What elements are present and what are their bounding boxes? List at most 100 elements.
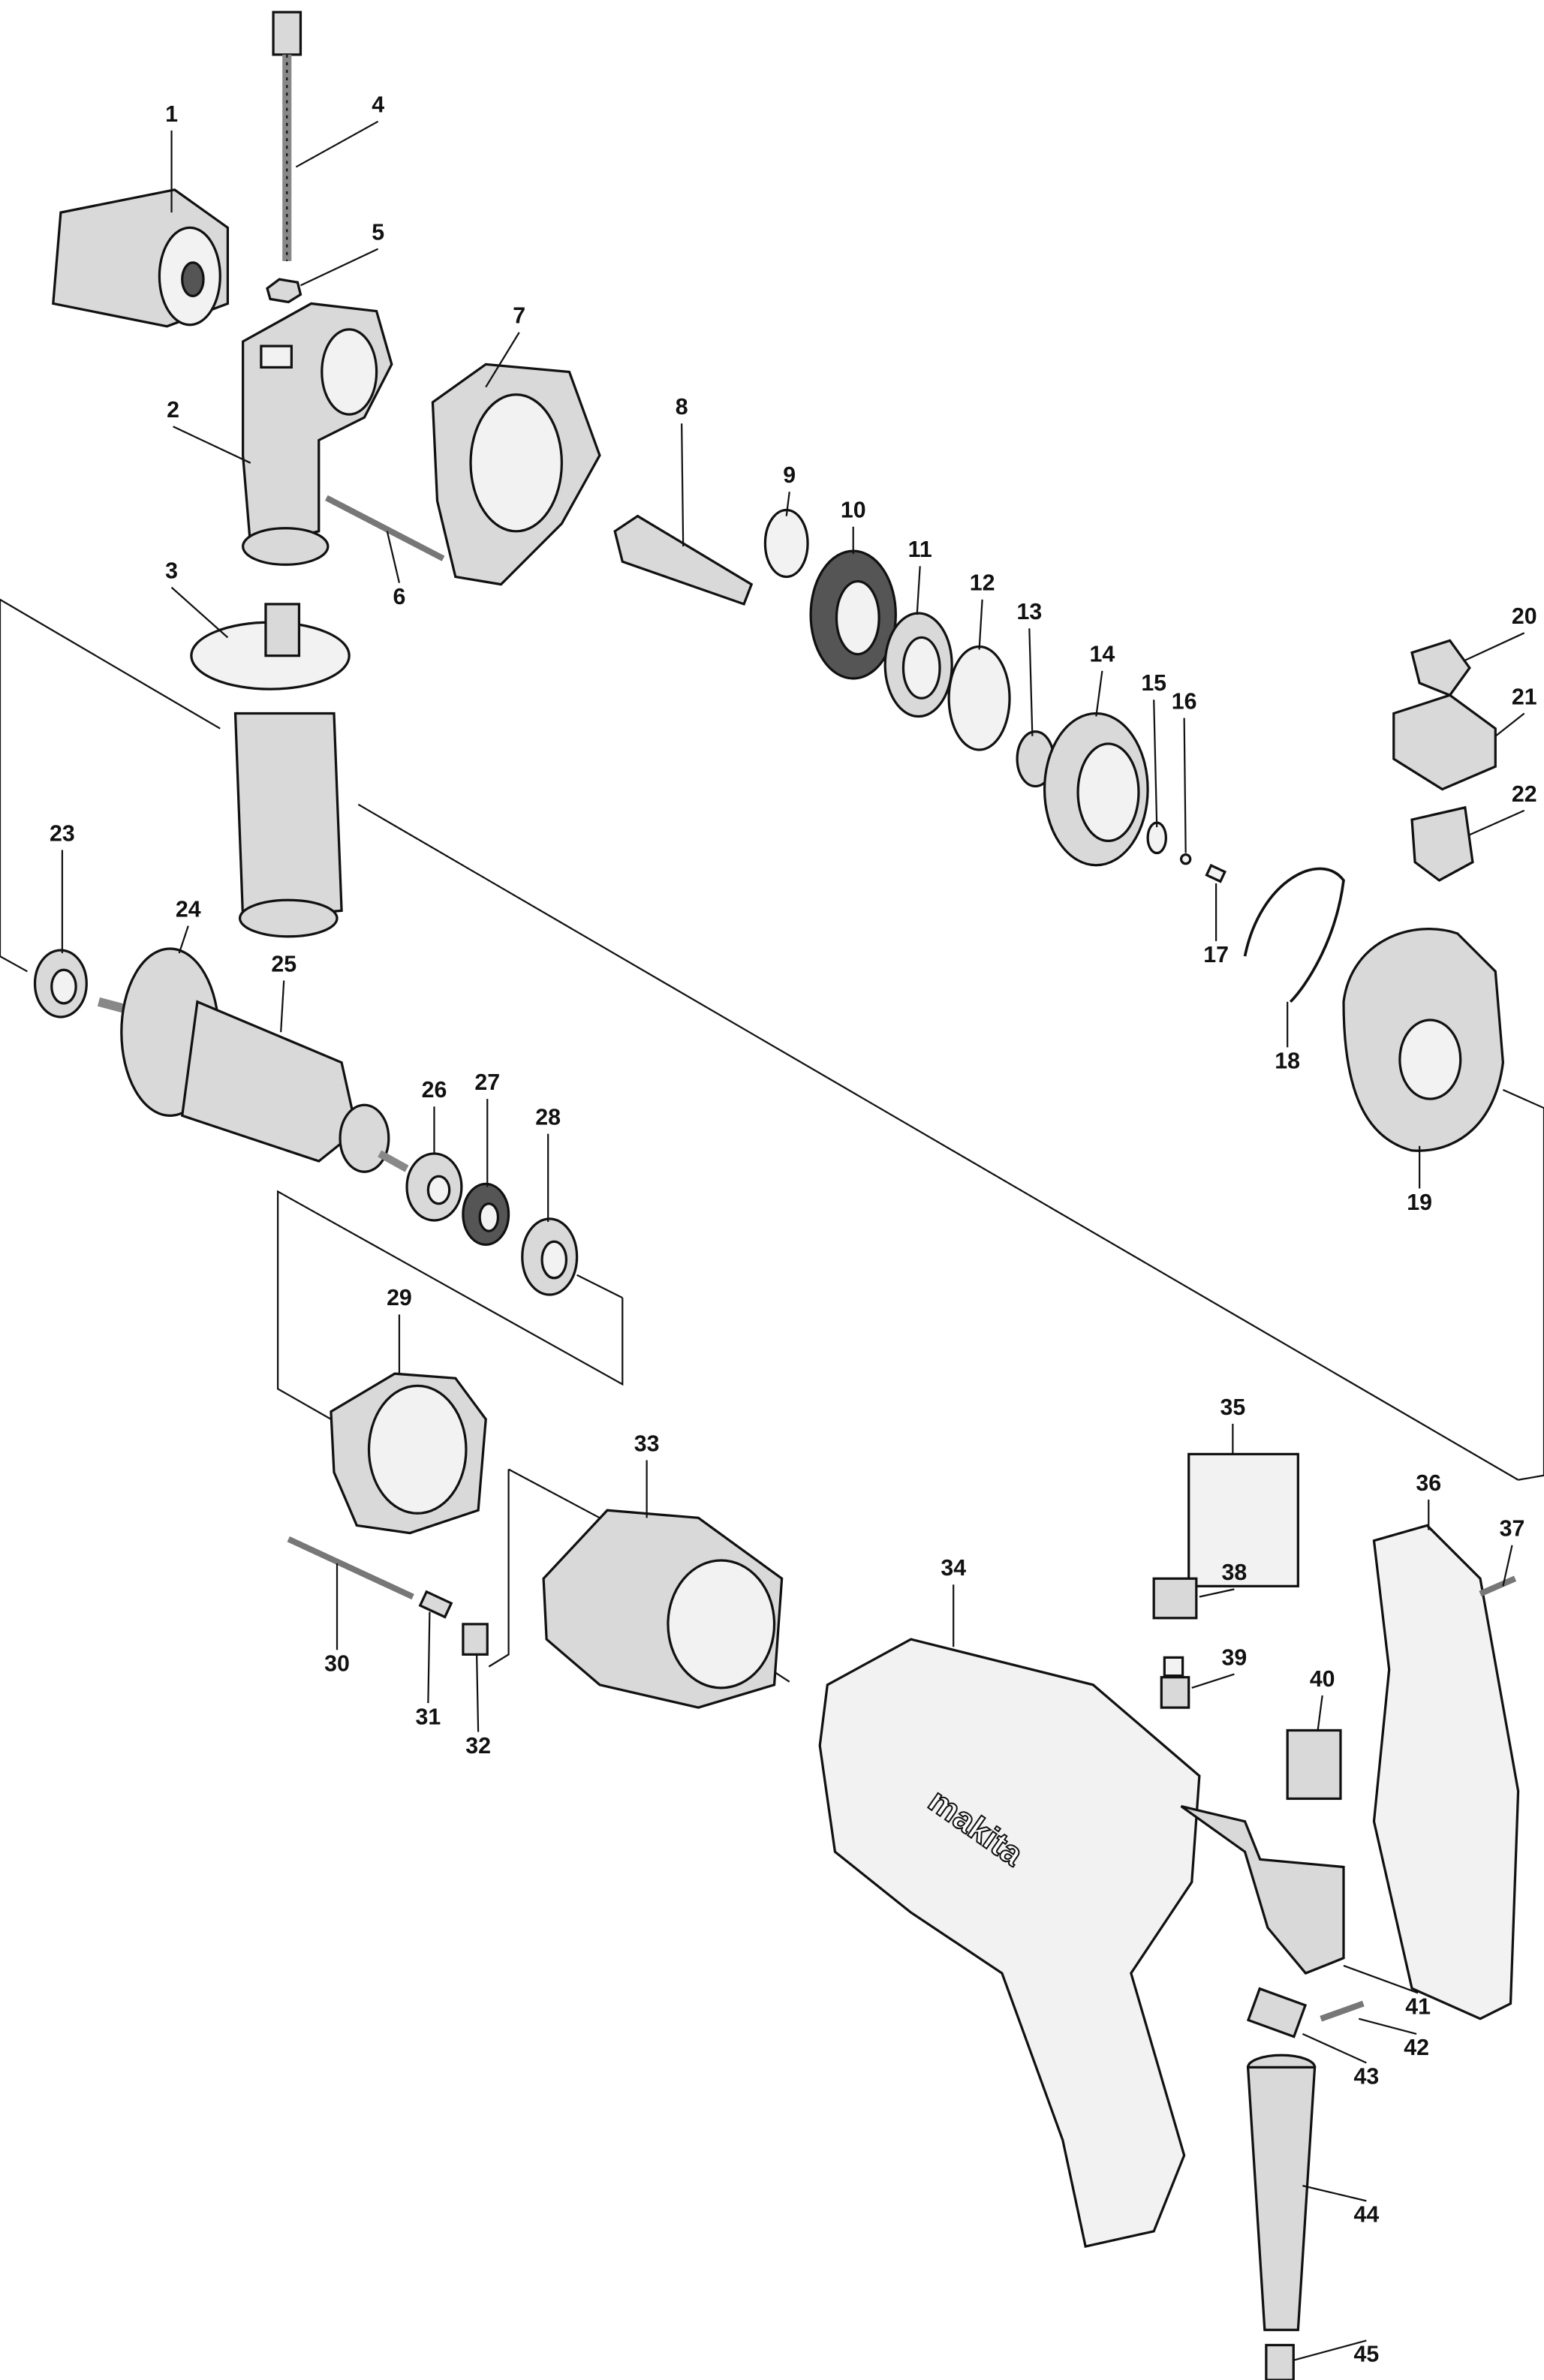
part-12-retaining-ring bbox=[947, 645, 1011, 751]
part-6-screw bbox=[324, 495, 445, 561]
part-9-spring bbox=[763, 508, 809, 579]
part-label-23: 23 bbox=[50, 821, 75, 846]
leader-line-6 bbox=[386, 531, 401, 583]
part-29-baffle-plate bbox=[330, 1372, 487, 1535]
part-label-13: 13 bbox=[1016, 600, 1042, 624]
part-label-10: 10 bbox=[841, 498, 866, 523]
part-label-36: 36 bbox=[1416, 1471, 1441, 1496]
part-label-39: 39 bbox=[1222, 1645, 1248, 1670]
part-3-side-grip bbox=[190, 603, 351, 938]
part-18-spring-clip bbox=[1243, 867, 1345, 1003]
leader-line-15 bbox=[1153, 700, 1158, 828]
part-label-2: 2 bbox=[167, 398, 179, 423]
part-35-nameplate bbox=[1187, 1452, 1299, 1587]
part-5-nut bbox=[266, 278, 302, 304]
part-label-18: 18 bbox=[1275, 1049, 1300, 1074]
part-11-washer bbox=[883, 612, 953, 718]
part-39-carbon-brush bbox=[1160, 1656, 1190, 1709]
part-label-40: 40 bbox=[1310, 1667, 1335, 1692]
part-label-27: 27 bbox=[474, 1070, 500, 1095]
leader-line-41 bbox=[1343, 1964, 1419, 1994]
part-label-22: 22 bbox=[1512, 782, 1537, 807]
leader-line-45 bbox=[1293, 2339, 1367, 2361]
part-40-capacitor bbox=[1286, 1729, 1342, 1801]
leader-line-24 bbox=[178, 925, 189, 954]
part-label-25: 25 bbox=[271, 952, 296, 976]
part-label-29: 29 bbox=[387, 1286, 412, 1310]
part-label-4: 4 bbox=[372, 93, 384, 118]
leader-line-20 bbox=[1464, 632, 1525, 661]
part-20-knob bbox=[1410, 639, 1471, 697]
leader-line-3 bbox=[170, 586, 229, 639]
part-label-41: 41 bbox=[1405, 1995, 1431, 2020]
part-label-43: 43 bbox=[1353, 2065, 1379, 2090]
leader-line-13 bbox=[1028, 628, 1034, 736]
leader-line-22 bbox=[1469, 809, 1525, 836]
part-45-cord bbox=[1265, 2343, 1295, 2380]
part-43-strain-relief bbox=[1246, 1987, 1308, 2038]
part-label-3: 3 bbox=[165, 559, 178, 584]
leader-line-38 bbox=[1199, 1588, 1235, 1598]
leader-line-11 bbox=[916, 566, 921, 615]
leader-line-12 bbox=[978, 599, 983, 650]
part-label-44: 44 bbox=[1353, 2203, 1379, 2228]
part-label-20: 20 bbox=[1512, 604, 1537, 629]
leader-line-37 bbox=[1502, 1545, 1513, 1587]
part-label-11: 11 bbox=[908, 537, 932, 562]
part-label-33: 33 bbox=[634, 1431, 660, 1456]
part-label-42: 42 bbox=[1404, 2035, 1429, 2060]
part-label-34: 34 bbox=[941, 1556, 966, 1581]
part-28-insulation-washer bbox=[521, 1217, 579, 1296]
part-label-37: 37 bbox=[1500, 1517, 1525, 1542]
part-label-7: 7 bbox=[513, 304, 525, 329]
leader-line-39 bbox=[1191, 1673, 1235, 1689]
part-42-screw bbox=[1320, 2000, 1365, 2022]
leader-line-31 bbox=[427, 1611, 431, 1704]
part-1-keyless-chuck bbox=[52, 188, 230, 328]
part-label-6: 6 bbox=[393, 585, 406, 609]
assembly-brackets bbox=[0, 598, 1544, 1683]
part-label-28: 28 bbox=[535, 1106, 561, 1130]
part-30-screw bbox=[287, 1536, 414, 1600]
leader-line-4 bbox=[295, 120, 379, 168]
part-label-15: 15 bbox=[1141, 671, 1166, 696]
part-33-field bbox=[542, 1509, 784, 1709]
leader-line-2 bbox=[173, 426, 251, 464]
part-8-spindle bbox=[613, 514, 754, 606]
part-label-9: 9 bbox=[783, 463, 796, 488]
part-label-1: 1 bbox=[165, 102, 178, 127]
part-37-screw bbox=[1479, 1575, 1517, 1597]
leader-line-16 bbox=[1183, 718, 1187, 853]
leader-line-25 bbox=[280, 980, 285, 1033]
part-label-5: 5 bbox=[372, 221, 384, 245]
part-2-side-handle-clamp bbox=[242, 302, 393, 566]
part-label-38: 38 bbox=[1222, 1560, 1248, 1585]
part-label-30: 30 bbox=[324, 1652, 350, 1677]
part-label-12: 12 bbox=[970, 571, 995, 596]
part-label-26: 26 bbox=[422, 1078, 447, 1103]
part-38-brush-holder-cap bbox=[1152, 1577, 1198, 1620]
part-label-31: 31 bbox=[416, 1705, 441, 1729]
part-24-25-armature bbox=[97, 947, 409, 1173]
part-26-bearing bbox=[405, 1152, 463, 1222]
part-label-21: 21 bbox=[1512, 685, 1537, 709]
leader-line-14 bbox=[1095, 670, 1103, 717]
part-22-plate bbox=[1410, 805, 1474, 882]
part-7-gear-housing bbox=[431, 363, 601, 586]
part-label-16: 16 bbox=[1172, 689, 1197, 714]
part-label-17: 17 bbox=[1203, 943, 1229, 967]
part-23-bearing bbox=[33, 949, 88, 1018]
part-label-14: 14 bbox=[1090, 642, 1115, 667]
leader-line-42 bbox=[1358, 2017, 1417, 2035]
leader-line-43 bbox=[1302, 2032, 1367, 2064]
part-10-ball-bearing bbox=[809, 549, 897, 680]
leader-line-8 bbox=[681, 423, 685, 547]
leader-lines bbox=[61, 120, 1525, 2361]
part-36-handle-cover bbox=[1372, 1524, 1520, 2020]
leader-line-32 bbox=[475, 1654, 480, 1732]
part-41-switch bbox=[1180, 1804, 1345, 1975]
part-31-32-clips bbox=[418, 1590, 489, 1656]
leader-line-40 bbox=[1317, 1695, 1323, 1731]
part-27-bearing bbox=[462, 1182, 510, 1246]
